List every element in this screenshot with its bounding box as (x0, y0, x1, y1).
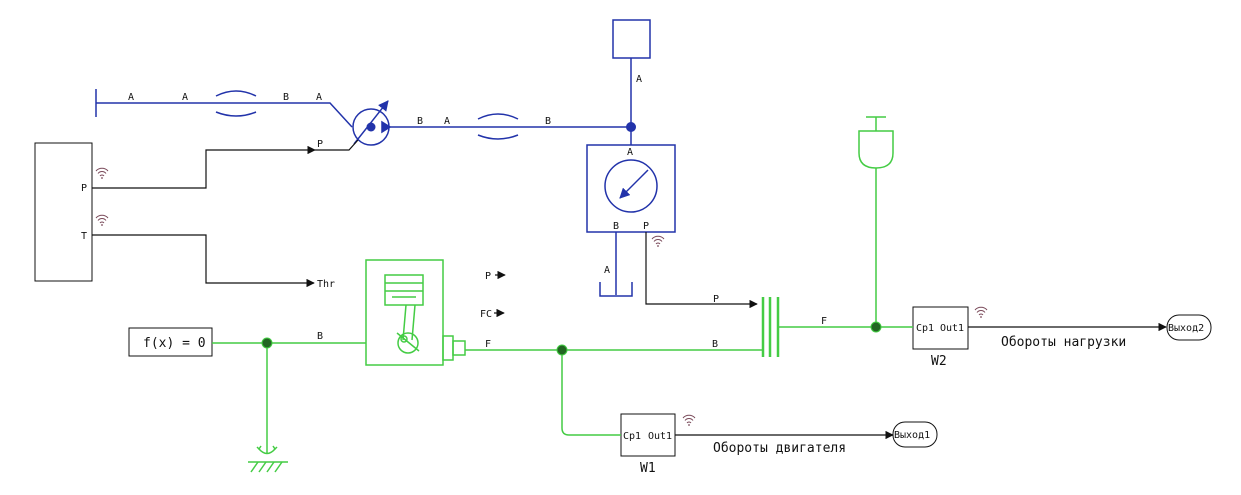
shaft-junction-mid[interactable] (556, 344, 568, 356)
port-label: B (317, 331, 323, 342)
sensor-w1-out: Out1 (648, 431, 672, 442)
hydraulic-network (95, 19, 676, 297)
port-label: A (316, 92, 322, 103)
port-label: B (712, 339, 718, 350)
engine-block[interactable] (365, 259, 444, 366)
pipe-resistance-right[interactable] (477, 113, 519, 140)
source-port-t: T (81, 231, 87, 242)
engine-speed-label: Обороты двигателя (713, 441, 846, 456)
port-label: F (485, 339, 491, 350)
shaft-line-w1[interactable] (561, 350, 621, 436)
thr-label: Thr (317, 279, 335, 290)
output-terminal-1[interactable] (892, 421, 938, 448)
pressure-gauge-icon (604, 159, 658, 213)
sensor-w2-block[interactable] (912, 306, 969, 350)
wifi-icon (95, 167, 109, 180)
output-2-label: Выход2 (1168, 323, 1204, 334)
wifi-icon (682, 414, 696, 427)
hydraulic-line-left[interactable] (108, 102, 353, 128)
pump-port-p: P (317, 139, 323, 150)
port-label: A (627, 147, 633, 158)
clutch-icon[interactable] (761, 297, 780, 357)
shaft-junction-right[interactable] (870, 321, 882, 333)
mechanical-network (212, 116, 913, 473)
port-label: A (444, 116, 450, 127)
solver-label: f(x) = 0 (143, 336, 206, 351)
clutch-port-p: P (713, 294, 719, 305)
hydraulic-end-cap[interactable] (95, 89, 108, 117)
port-label: B (417, 116, 423, 127)
port-label: B (613, 221, 619, 232)
shaft-junction-left[interactable] (261, 337, 273, 349)
signal-line-p[interactable] (92, 145, 316, 189)
wifi-icon (651, 235, 665, 248)
port-label: A (604, 265, 610, 276)
sensor-w2-title: W2 (931, 354, 947, 369)
wifi-icon (974, 306, 988, 319)
port-label: A (182, 92, 188, 103)
load-speed-label: Обороты нагрузки (1001, 335, 1126, 350)
engine-output-flange[interactable] (442, 335, 454, 361)
pump-shaft-node[interactable] (366, 122, 376, 132)
sensor-w1-in: Cp1 (623, 431, 641, 442)
pressure-gauge-block[interactable] (586, 144, 676, 233)
signal-network (34, 139, 1212, 457)
output-terminal-2[interactable] (1166, 314, 1212, 341)
pipe-resistance-left[interactable] (215, 90, 257, 117)
source-block[interactable] (34, 142, 93, 282)
wifi-icon (95, 214, 109, 227)
fc-out-label: FC (480, 309, 492, 320)
output-1-label: Выход1 (894, 430, 930, 441)
sensor-w2-in: Cp1 (916, 323, 934, 334)
sensor-w2-out: Out1 (940, 323, 964, 334)
signal-line-p-pump[interactable] (315, 139, 359, 151)
sensor-w1-title: W1 (640, 461, 656, 476)
engine-output-flange-inner[interactable] (452, 340, 466, 356)
ground-icon[interactable] (248, 445, 288, 473)
engine-icon (384, 274, 424, 354)
port-label: P (643, 221, 649, 232)
tank-top[interactable] (612, 19, 651, 59)
solver-block[interactable] (128, 327, 213, 357)
inertia-icon[interactable] (858, 116, 894, 169)
port-label: B (283, 92, 289, 103)
signal-line-thr[interactable] (92, 234, 315, 288)
port-label: F (821, 316, 827, 327)
signal-line-clutch-p[interactable] (645, 232, 758, 309)
source-port-p: P (81, 183, 87, 194)
p-out-label: P (485, 271, 491, 282)
port-label: B (545, 116, 551, 127)
port-label: A (636, 74, 642, 85)
hydraulic-junction-node[interactable] (626, 122, 636, 132)
port-label: A (128, 92, 134, 103)
tank-bottom[interactable] (599, 282, 633, 297)
